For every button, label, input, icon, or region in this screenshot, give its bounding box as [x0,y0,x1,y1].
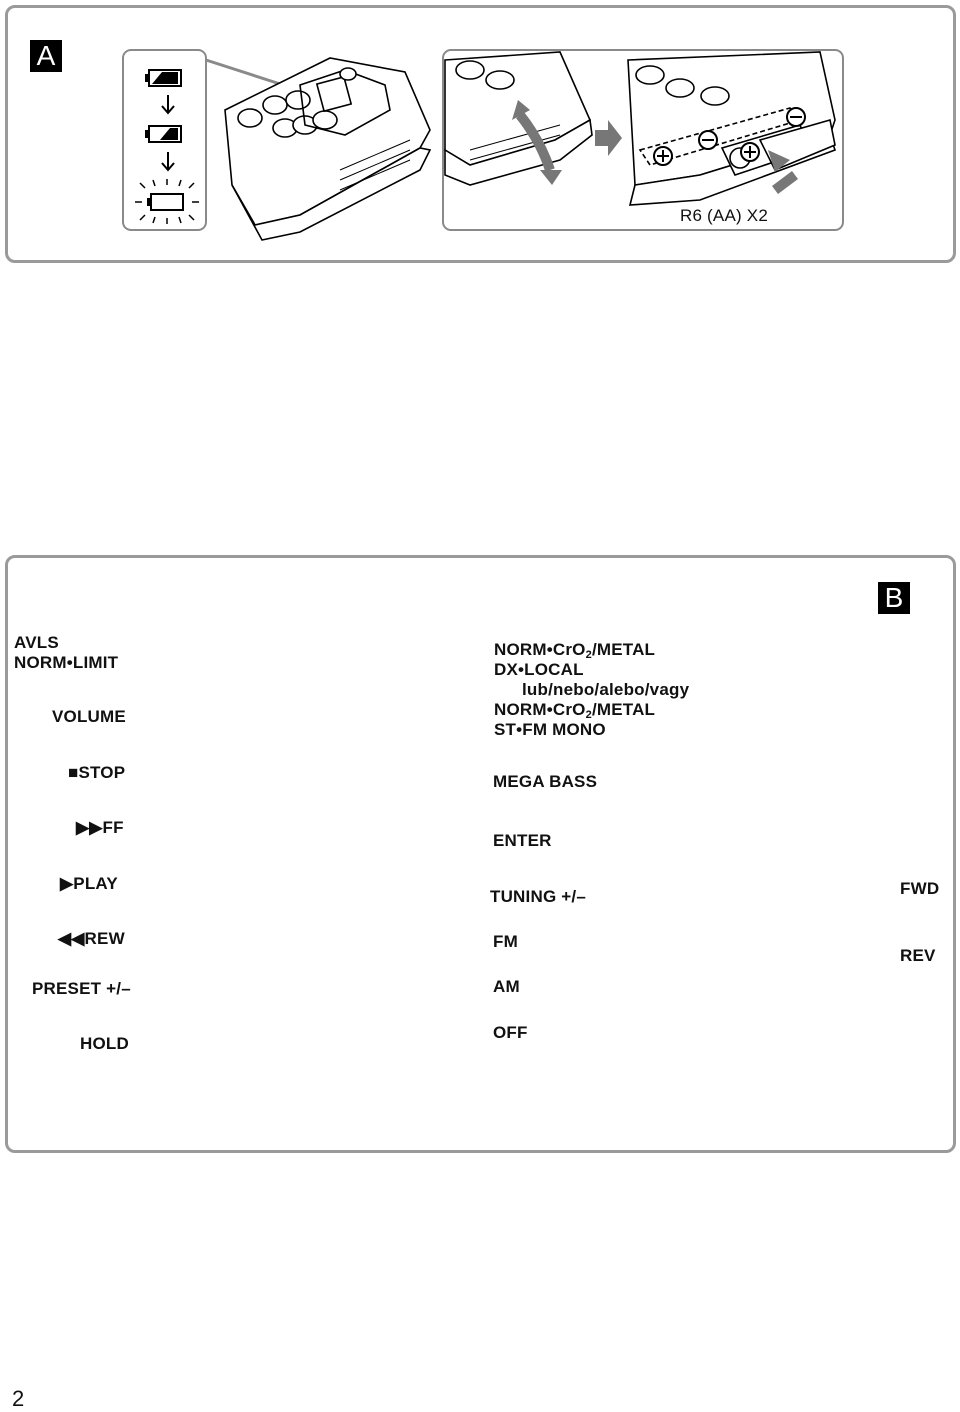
label-lub: lub/nebo/alebo/vagy [522,680,690,699]
minus-icon [698,130,718,150]
label-rev: REV [900,946,936,965]
label-enter: ENTER [493,831,552,850]
label-dx-local: DX•LOCAL [494,660,584,679]
label-norm-cro2-metal-1: NORM•CrO2/METAL [494,640,656,661]
label-st-fm-mono: ST•FM MONO [494,720,606,739]
battery-half-icon [145,125,182,143]
battery-type-label: R6 (AA) X2 [680,206,768,225]
label-ff: ▶▶FF [76,818,124,837]
label-norm-cro2-metal-2: NORM•CrO2/METAL [494,700,656,721]
arrow-down-icon [161,95,175,115]
plus-icon [653,146,673,166]
battery-full-icon [145,69,182,87]
label-am: AM [493,977,520,996]
label-mega-bass: MEGA BASS [493,772,598,791]
next-step-arrow-icon [595,120,622,156]
panel-a-badge: A [30,40,62,72]
label-avls: AVLS [14,633,59,652]
label-tuning: TUNING +/– [490,887,586,906]
label-preset: PRESET +/– [32,979,131,998]
walkman-top-illustration [224,57,432,241]
minus-icon [786,107,806,127]
page-number: 2 [12,1386,25,1411]
label-hold: HOLD [80,1034,129,1053]
label-norm-limit: NORM•LIMIT [14,653,119,672]
walkman-battery-compartment-illustration [627,51,837,206]
battery-empty-blinking-icon [135,179,199,224]
label-volume: VOLUME [52,707,126,726]
label-fwd: FWD [900,879,940,898]
label-stop: ■STOP [68,763,126,782]
label-fm: FM [493,932,518,951]
plus-icon [740,142,760,162]
label-off: OFF [493,1023,528,1042]
battery-indicator-box [122,49,207,231]
label-play: ▶PLAY [60,874,118,893]
arrow-down-icon [161,152,175,172]
label-rew: ◀◀REW [58,929,125,948]
panel-b [5,555,956,1153]
battery-insert-box [442,49,844,231]
panel-b-badge: B [878,582,910,614]
